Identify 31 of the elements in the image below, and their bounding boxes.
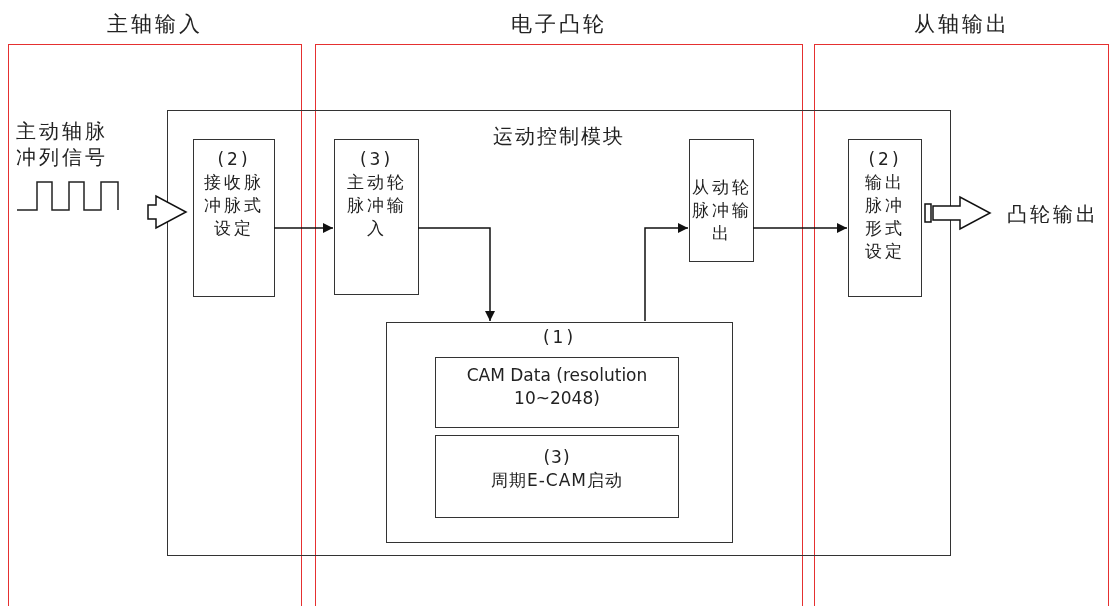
column-heading: 从轴输出 <box>912 11 1011 38</box>
module-title: 运动控制模块 <box>492 123 626 150</box>
module-group-box <box>386 322 733 543</box>
arrow <box>752 223 848 233</box>
process-box <box>193 139 275 297</box>
step-number: (3) <box>358 148 395 171</box>
box-label: 主动轮脉冲输入 <box>345 170 408 240</box>
step-number: (2) <box>216 148 252 171</box>
column-heading: 电子凸轮 <box>510 11 608 38</box>
arrow <box>644 223 689 322</box>
hollow-arrow <box>924 195 992 231</box>
box-label: 接收脉冲脉式设定 <box>203 170 265 240</box>
output-label: 凸轮输出 <box>1006 201 1100 228</box>
column-heading: 主轴输入 <box>106 11 204 38</box>
step-number: (3) <box>542 446 572 469</box>
step-number: (1) <box>542 326 577 349</box>
signal-label: 主动轴脉冲列信号 <box>16 118 109 170</box>
process-box <box>435 435 679 518</box>
box-label: CAM Data (resolution 10~2048) <box>465 364 649 410</box>
hollow-arrow <box>147 194 188 230</box>
process-box <box>848 139 922 297</box>
arrow <box>273 223 334 233</box>
step-number: (2) <box>867 148 903 171</box>
process-box <box>334 139 419 295</box>
arrow <box>417 227 495 322</box>
box-label: 从动轮脉冲输出 <box>690 176 753 245</box>
process-box <box>689 139 754 262</box>
process-box <box>435 357 679 428</box>
module-box <box>167 110 951 556</box>
box-label: 输出脉冲形式设定 <box>864 170 906 263</box>
box-label: 周期E-CAM启动 <box>489 468 624 492</box>
